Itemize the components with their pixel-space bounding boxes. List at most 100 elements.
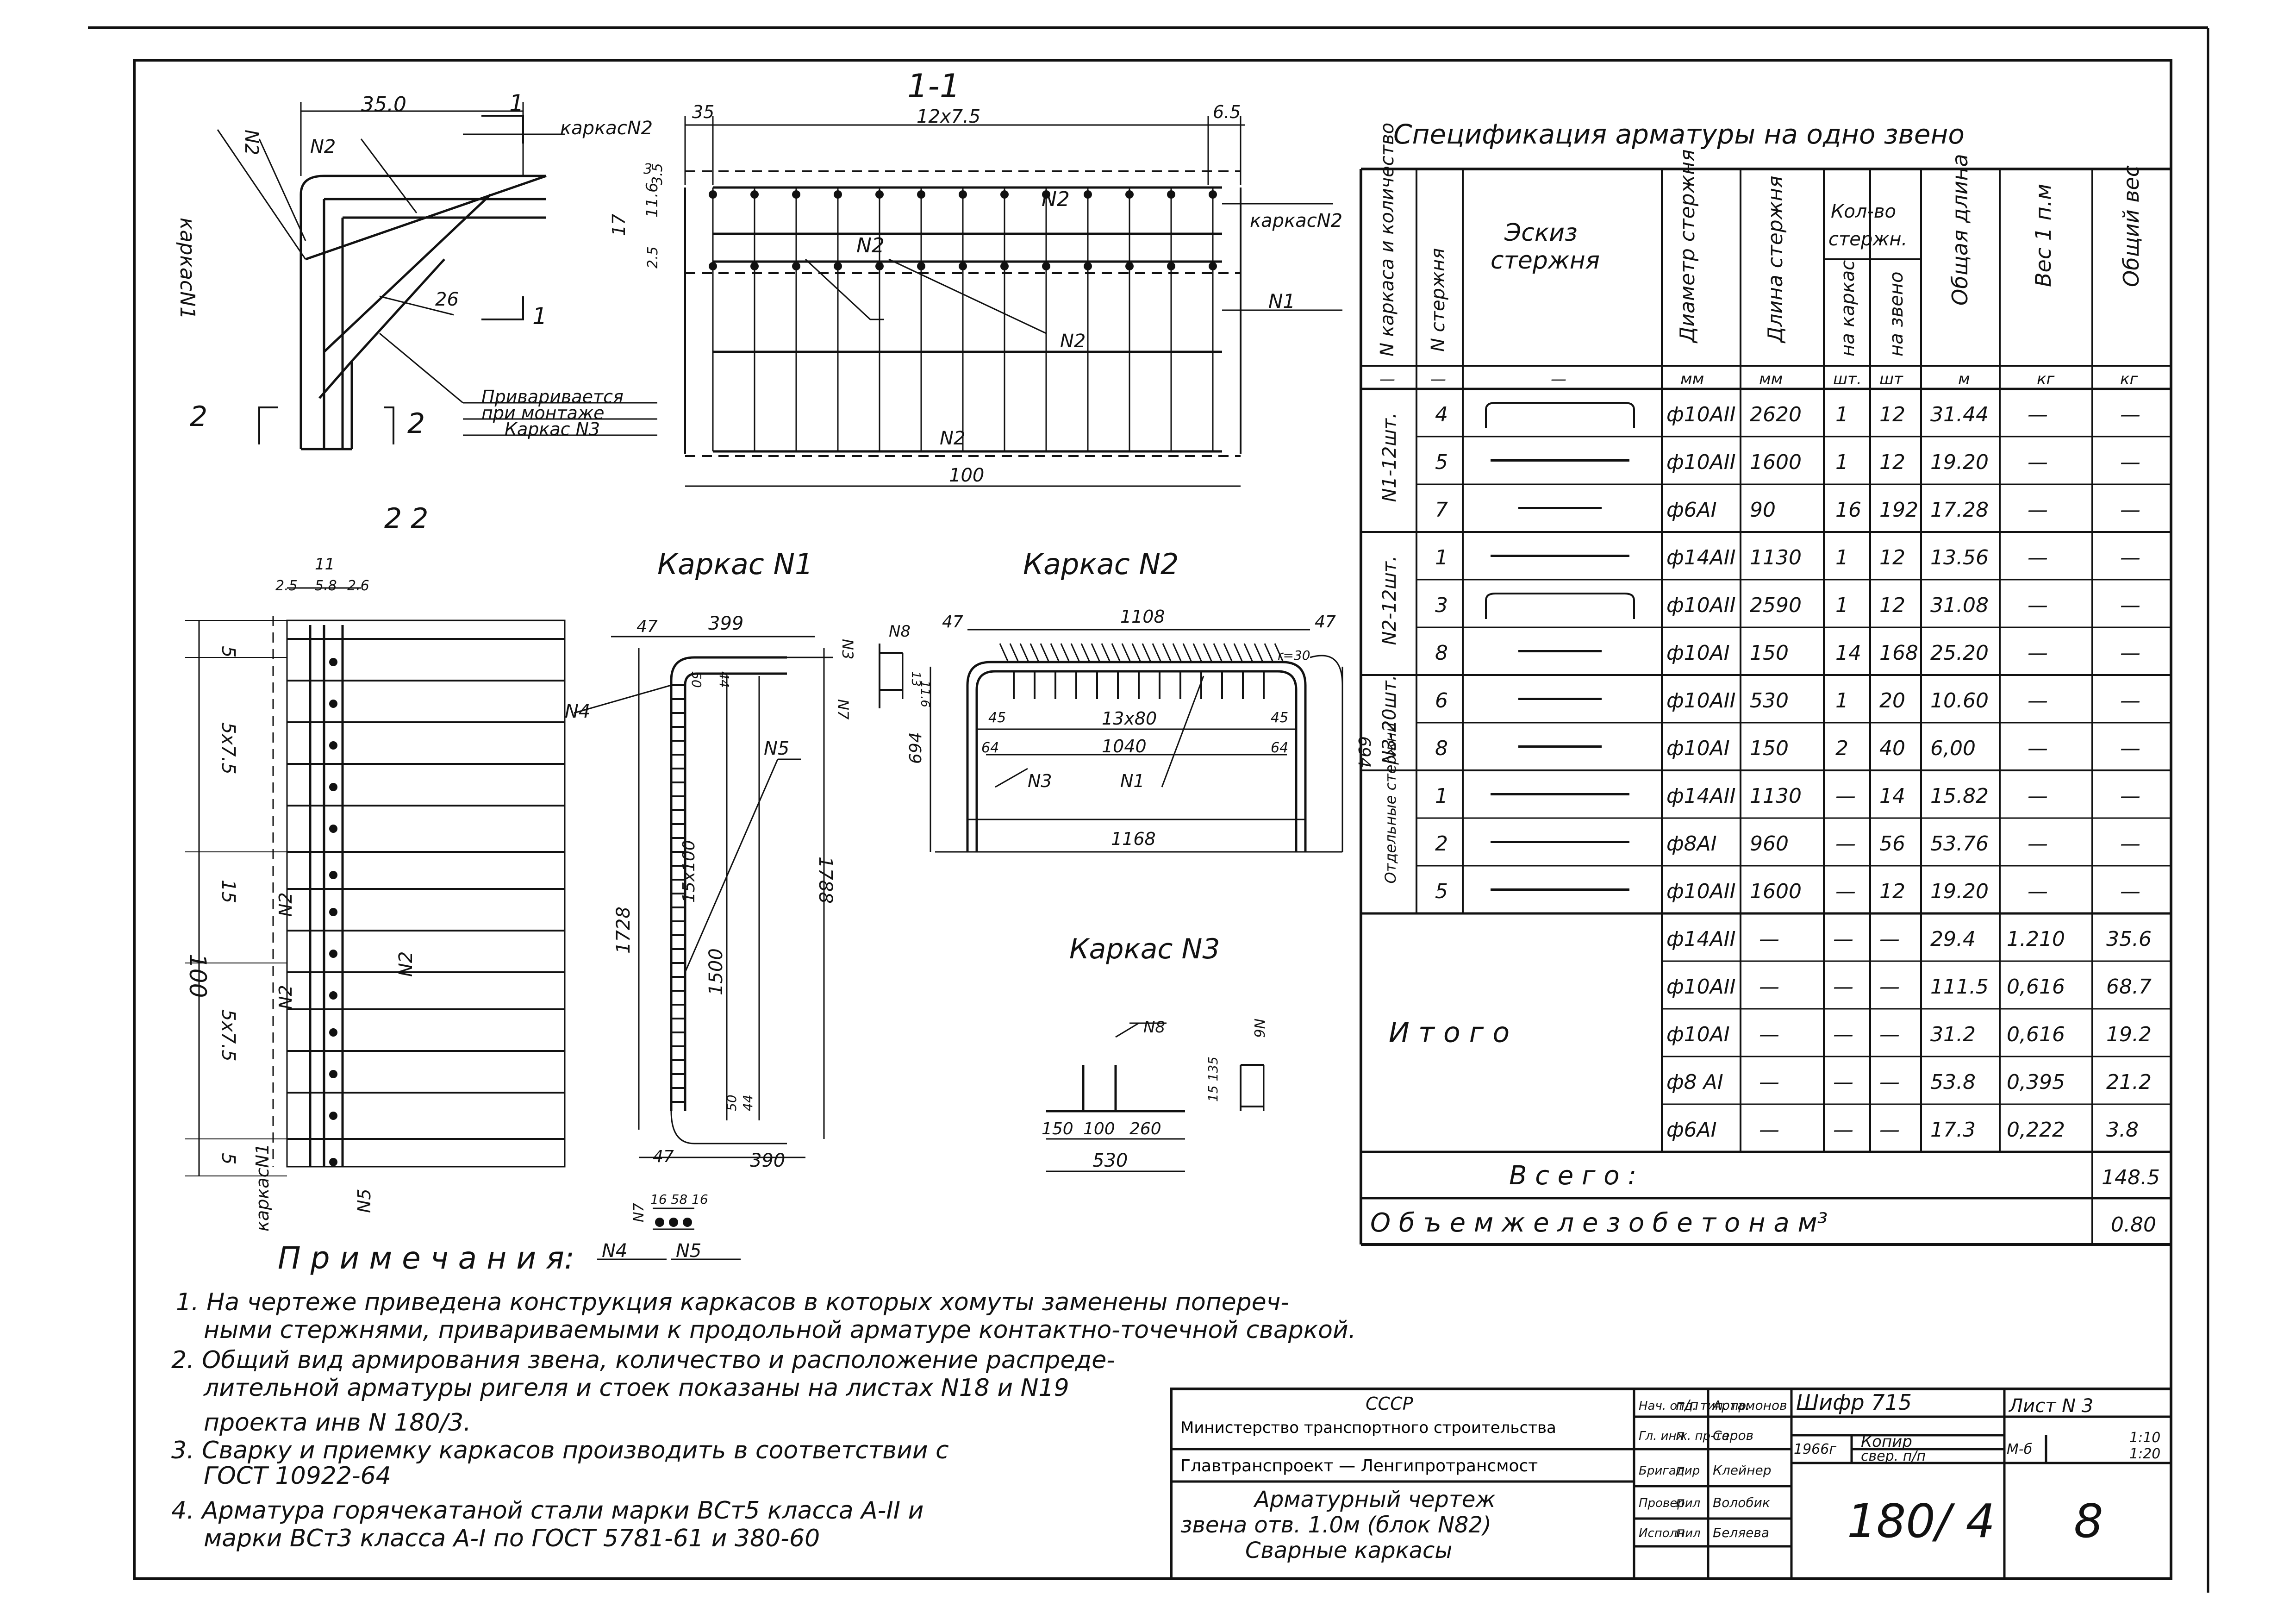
weld-note-line1: Приваривается	[481, 387, 624, 407]
karkas-n2-hatch	[999, 643, 1284, 699]
k3-dim-530: 530	[1092, 1150, 1128, 1171]
note-line-6: 3. Сварку и приемку каркасов производить…	[171, 1437, 949, 1464]
k2-dim-45: 45	[988, 710, 1006, 726]
stamp-title3: Сварные каркасы	[1245, 1538, 1452, 1563]
spec-row-total-len: 53.76	[1930, 832, 1989, 856]
section-1-1-dot	[959, 190, 967, 199]
section-1-1-dot	[1042, 262, 1050, 270]
spec-hdr-per-karkas: на каркас	[1837, 260, 1859, 356]
spec-unit: —	[1430, 370, 1446, 388]
spec-hdr-count-1: Кол-во	[1831, 201, 1896, 222]
callout-2-2-n2a: N2	[275, 892, 296, 917]
spec-total-per-karkas: —	[1833, 1023, 1853, 1046]
spec-row-total-len: 6,00	[1930, 737, 1976, 760]
dim-2-6: 2.6	[347, 578, 369, 594]
spec-row-total-weight: —	[2120, 546, 2140, 569]
spec-row-weight-1m: —	[2028, 546, 2048, 569]
spec-row-per-zveno: 12	[1879, 594, 1905, 617]
k1-dim-1728: 1728	[613, 907, 634, 954]
spec-row-total-weight: —	[2120, 832, 2140, 856]
karkas-n3-title: Каркас N3	[1069, 933, 1220, 965]
spec-row-total-len: 15.82	[1930, 784, 1989, 808]
dim-5-top: 5	[218, 646, 239, 657]
section-1-1-dot	[750, 190, 759, 199]
section-2-2-dot	[329, 658, 337, 666]
spec-totals-label: И т о г о	[1389, 1017, 1510, 1049]
spec-unit: —	[1551, 370, 1566, 388]
k2-callout-n3: N3	[1028, 771, 1052, 791]
spec-total-per-karkas: —	[1833, 975, 1853, 999]
spec-hdr-length: Длина стержня	[1764, 175, 1787, 344]
callout-karkas-n1: каркасN1	[175, 218, 199, 319]
note-line-7: ГОСТ 10922-64	[204, 1462, 391, 1490]
notes-title: П р и м е ч а н и я:	[278, 1240, 574, 1276]
spec-unit: мм	[1759, 370, 1783, 388]
karkas-n2-hatch-line	[1121, 643, 1131, 663]
section-mark-2-right: 2	[407, 407, 425, 440]
spec-total-total-weight: 19.2	[2106, 1023, 2152, 1046]
spec-hdr-diameter: Диаметр стержня	[1676, 150, 1699, 344]
section-1-1-dot	[1084, 190, 1092, 199]
dim-5-bottom: 5	[218, 1153, 239, 1164]
spec-total-total-len: 31.2	[1930, 1023, 1976, 1046]
spec-total-per-karkas: —	[1833, 927, 1853, 951]
spec-row-len: 2590	[1750, 594, 1802, 617]
weld-note-line2: при монтаже	[481, 403, 605, 423]
stamp-sign: п	[1676, 1525, 1685, 1541]
callout-2-2-n2c: N2	[395, 951, 417, 977]
stamp-scale2: 1:20	[2129, 1446, 2160, 1462]
karkas-n2-hatch-line	[999, 643, 1009, 663]
section-1-1-dot	[1167, 190, 1175, 199]
callout-1-1-n2-mid: N2	[856, 234, 885, 257]
spec-row-per-karkas: 1	[1835, 450, 1848, 474]
spec-total-total-weight: 68.7	[2106, 975, 2152, 999]
spec-row-per-zveno: 12	[1879, 546, 1905, 569]
k1-dim-44: 44	[717, 671, 732, 688]
spec-row-len: 150	[1750, 641, 1789, 665]
stamp-org3: Главтранспроект — Ленгипротрансмост	[1180, 1457, 1538, 1475]
dim-3-5: 35	[692, 102, 714, 122]
dim-3-5b: 3.5	[649, 163, 666, 185]
k2-callout-n1: N1	[1120, 771, 1145, 791]
karkas-n2-hatch-line	[1080, 643, 1091, 663]
spec-hdr-rod-no: N стержня	[1428, 248, 1449, 352]
spec-row-weight-1m: —	[2028, 784, 2048, 808]
spec-row-per-karkas: 1	[1835, 594, 1848, 617]
stamp-role: Гл. инж. пр-та	[1639, 1429, 1729, 1443]
section-2-2-dot	[329, 1112, 337, 1120]
stamp-sign: п	[1676, 1462, 1685, 1478]
k2-dim-11-6: 11.6	[918, 681, 932, 707]
spec-row-total-len: 19.20	[1930, 880, 1989, 903]
spec-row-no: 5	[1435, 450, 1448, 474]
dim-100-v: 100	[184, 954, 211, 998]
section-1-1-dot	[1125, 190, 1134, 199]
dim-15: 15	[218, 880, 239, 903]
spec-total-len: —	[1759, 1070, 1779, 1094]
spec-row-per-karkas: —	[1835, 832, 1856, 856]
dim-2-5-ss: 2.5	[275, 578, 298, 594]
section-1-1-dot	[1084, 262, 1092, 270]
stamp-list-label: Лист N 3	[2008, 1395, 2093, 1417]
k3-callout-n6: N6	[1251, 1019, 1267, 1038]
karkas-n2-hatch-line	[1009, 643, 1019, 663]
stamp-role: Нач. отд. тип. пр.	[1639, 1399, 1750, 1413]
section-1-1-dot	[1167, 262, 1175, 270]
section-2-2-dot	[329, 825, 337, 833]
spec-rod-sketch	[1485, 402, 1635, 428]
section-1-1-dot	[917, 262, 925, 270]
spec-row-dia: ф10АII	[1666, 594, 1736, 617]
section-2-2-title: 2 2	[384, 502, 428, 535]
spec-total-weight-1m: 0,222	[2007, 1118, 2065, 1142]
karkas-n2-hatch-line	[1040, 643, 1050, 663]
spec-total-per-zveno: —	[1879, 1070, 1900, 1094]
spec-row-len: 1130	[1750, 546, 1802, 569]
karkas-n2-hatch-line	[1213, 643, 1223, 663]
spec-row-no: 2	[1435, 832, 1448, 856]
section-mark-1-bottom: 1	[532, 303, 547, 330]
spec-unit: кг	[2120, 370, 2139, 388]
karkas-n2-hatch-line	[1050, 643, 1060, 663]
note-line-4: лительной арматуры ригеля и стоек показа…	[203, 1374, 1069, 1402]
section-1-1-dot	[792, 262, 800, 270]
spec-hdr-total-weight: Общий вес	[2119, 165, 2144, 287]
